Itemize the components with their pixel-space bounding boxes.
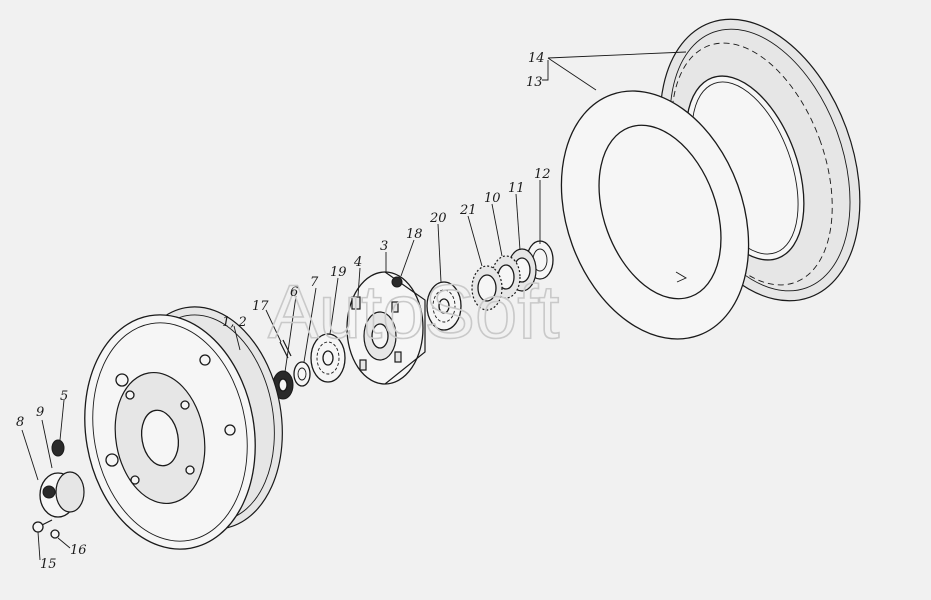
callout-7: 7 [310, 275, 319, 290]
hub [346, 271, 426, 385]
hub-cap [39, 471, 85, 518]
callout-8: 8 [16, 415, 24, 430]
inner-tube [560, 90, 750, 340]
bolt-15 [32, 519, 53, 533]
washer-7 [293, 361, 311, 387]
bearing-20 [426, 281, 462, 331]
nut-5 [51, 439, 65, 457]
callout-4: 4 [353, 255, 362, 270]
callout-3: 3 [380, 239, 388, 254]
callout-1-2: 1, 2 [222, 315, 247, 330]
callout-14: 14 [528, 51, 545, 66]
callout-16: 16 [70, 543, 87, 558]
callout-11: 11 [508, 181, 525, 196]
callout-6: 6 [290, 285, 298, 300]
callout-13: 13 [526, 75, 543, 90]
leader-lines [21, 51, 687, 561]
callout-9: 9 [36, 405, 44, 420]
callout-19: 19 [330, 265, 347, 280]
bearing-stack [471, 240, 554, 311]
watermark: AutoSoft [268, 270, 560, 355]
washer-16 [50, 529, 60, 539]
castle-nut [272, 370, 294, 400]
callout-5: 5 [60, 389, 68, 404]
callout-21: 21 [459, 203, 477, 218]
callout-18: 18 [406, 227, 423, 242]
callout-labels: 14 13 12 11 10 21 20 18 3 4 19 7 6 17 1,… [16, 51, 551, 572]
callout-15: 15 [40, 557, 57, 572]
callout-17: 17 [252, 299, 269, 314]
callout-10: 10 [484, 191, 501, 206]
cotter-pin [279, 339, 292, 359]
callout-12: 12 [534, 167, 551, 182]
callout-20: 20 [429, 211, 447, 226]
wheel-rim [84, 306, 283, 550]
bearing-19 [310, 333, 346, 383]
